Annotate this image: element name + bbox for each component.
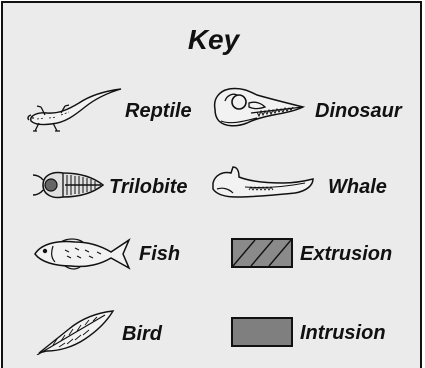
whale-label: Whale: [328, 176, 387, 199]
dinosaur-label: Dinosaur: [315, 100, 402, 123]
intrusion-label: Intrusion: [300, 322, 386, 345]
key-title: Key: [3, 24, 424, 56]
intrusion-swatch: [231, 317, 293, 347]
bird-icon: [35, 309, 115, 355]
dinosaur-icon: [211, 85, 307, 131]
extrusion-label: Extrusion: [300, 243, 392, 266]
bird-label: Bird: [122, 323, 162, 346]
reptile-icon: [25, 85, 125, 133]
trilobite-label: Trilobite: [109, 176, 188, 199]
reptile-label: Reptile: [125, 100, 192, 123]
extrusion-swatch: [231, 238, 293, 268]
whale-icon: [209, 163, 317, 205]
fish-icon: [31, 234, 133, 274]
fish-label: Fish: [139, 243, 180, 266]
trilobite-icon: [31, 167, 107, 203]
